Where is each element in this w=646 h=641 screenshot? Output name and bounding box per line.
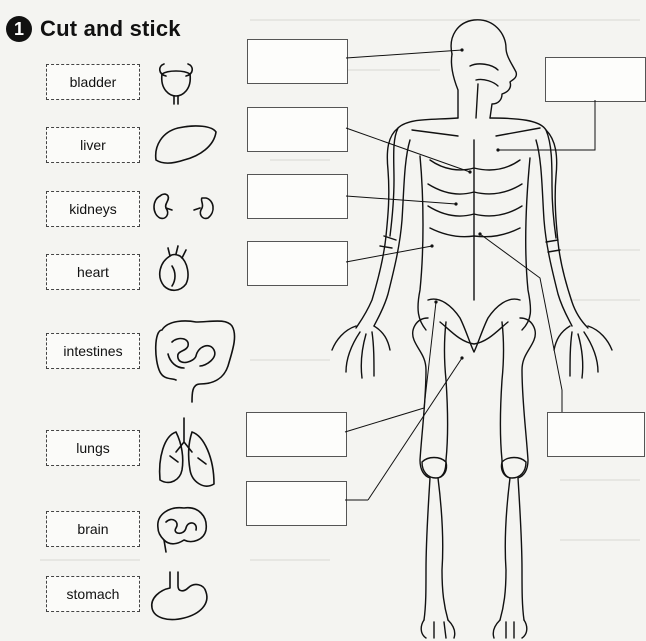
torso-outline bbox=[390, 118, 556, 238]
right-leg bbox=[500, 318, 535, 620]
right-hand bbox=[554, 326, 612, 378]
left-leg bbox=[413, 318, 448, 620]
left-arm bbox=[356, 128, 398, 328]
right-arm bbox=[546, 130, 588, 328]
leader-lines bbox=[345, 50, 595, 500]
head-outline bbox=[451, 20, 516, 118]
left-hand bbox=[332, 326, 390, 378]
